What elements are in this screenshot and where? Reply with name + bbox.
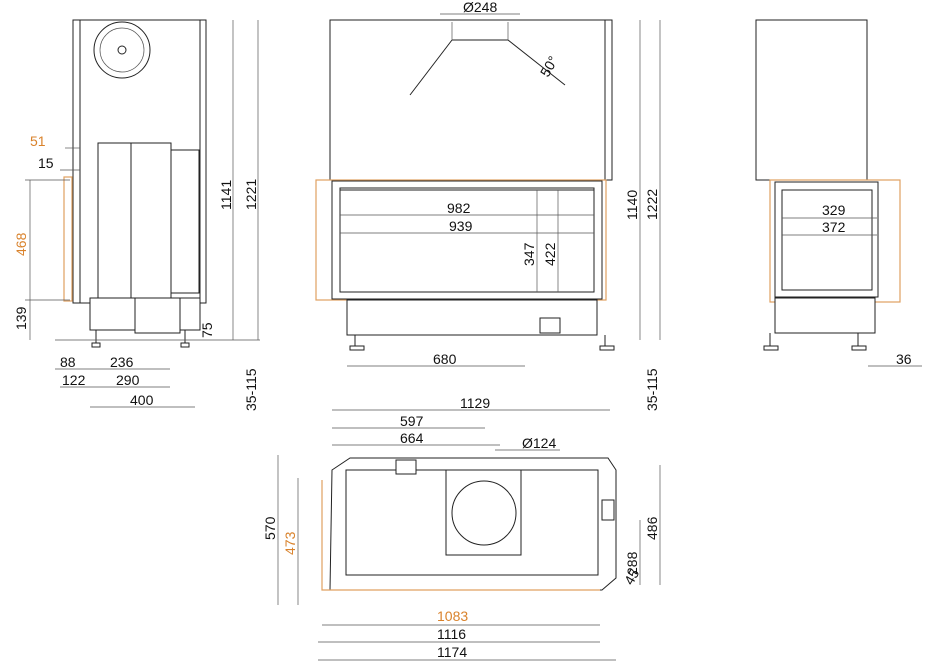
top-flue-circle: [451, 480, 517, 546]
dim-486: 486: [644, 516, 660, 540]
dim-75: 75: [199, 322, 215, 338]
dim-flue-124: Ø124: [522, 435, 556, 451]
dim-329: 329: [822, 202, 846, 218]
dim-372: 372: [822, 219, 846, 235]
dim-468: 468: [13, 232, 29, 256]
dim-1174: 1174: [437, 644, 467, 660]
left-firebox: [97, 142, 132, 304]
dim-45: 45: [621, 566, 643, 588]
dim-680: 680: [433, 351, 457, 367]
right-top-body: [755, 19, 868, 181]
dim-939: 939: [449, 218, 473, 234]
dim-88: 88: [60, 354, 76, 370]
dim-290: 290: [116, 372, 140, 388]
dim-51: 51: [30, 133, 46, 149]
dim-15: 15: [38, 155, 54, 171]
dim-982: 982: [447, 200, 471, 216]
dim-400: 400: [130, 392, 154, 408]
dim-legs-left: 35-115: [243, 368, 259, 411]
dim-1140: 1140: [624, 190, 640, 220]
dim-1221: 1221: [243, 179, 259, 210]
top-view: 1129 597 664 Ø124 570 473 486 288 45 108…: [262, 395, 661, 661]
front-top-body: [329, 19, 613, 181]
dim-36: 36: [896, 351, 912, 367]
dim-288: 288: [624, 551, 640, 575]
left-fan-wheel: [93, 21, 151, 79]
dim-1141: 1141: [218, 180, 234, 210]
dim-236: 236: [110, 354, 134, 370]
dim-473: 473: [282, 531, 298, 555]
dim-664: 664: [400, 430, 424, 446]
dim-1116: 1116: [437, 626, 466, 642]
dim-legs-front: 35-115: [644, 368, 660, 411]
dim-122: 122: [62, 372, 86, 388]
dim-139: 139: [13, 306, 29, 330]
dim-1083: 1083: [437, 608, 468, 624]
left-side-view: 51 15 468 139 1141 1221 75 88 122 236 29…: [13, 19, 260, 411]
front-window: [339, 187, 595, 293]
dim-flue-248: Ø248: [463, 0, 497, 15]
dim-347: 347: [521, 242, 537, 266]
dim-570: 570: [262, 516, 278, 540]
dim-597: 597: [400, 413, 424, 429]
dim-1222: 1222: [644, 189, 660, 220]
front-view: Ø248 50° 982 939 347 422 1140 1222 680 3…: [315, 0, 661, 411]
left-glass-outline: [63, 176, 73, 302]
right-side-view: 329 372 36: [755, 19, 922, 367]
dim-422: 422: [542, 242, 558, 266]
dim-1129: 1129: [460, 395, 490, 411]
